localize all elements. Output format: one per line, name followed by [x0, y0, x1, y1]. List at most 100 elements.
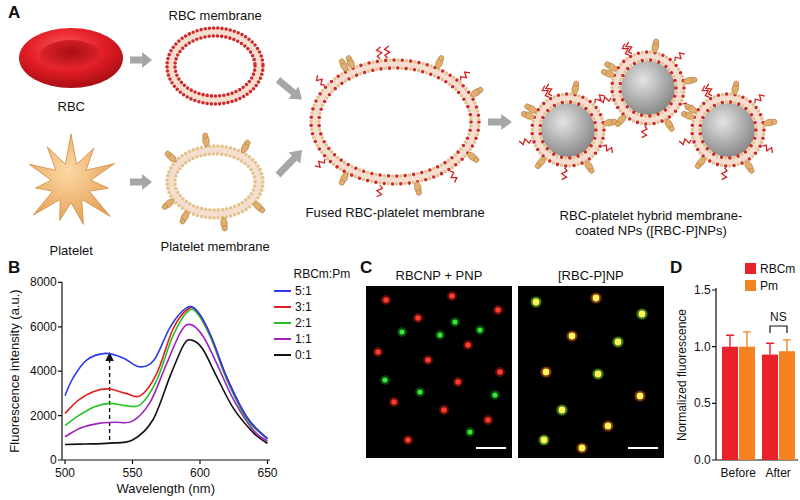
glycan-line — [314, 157, 326, 169]
tick-label: 2000 — [30, 409, 57, 423]
tick-label: 0.5 — [694, 396, 711, 410]
protein-body — [165, 151, 178, 164]
dot-glow — [413, 313, 423, 323]
membrane-protein — [220, 217, 228, 231]
fluorescent-dot — [495, 307, 501, 313]
protein-head — [733, 81, 739, 87]
fluorescent-dot — [595, 371, 602, 378]
nanoparticle-group: RBC-platelet hybrid membrane-coated NPs … — [512, 38, 790, 238]
dot-glow — [389, 397, 399, 407]
glycan-line — [601, 144, 614, 154]
image-title: [RBC-P]NP — [558, 268, 624, 284]
protein-head — [601, 69, 608, 76]
lipid-heads — [167, 28, 263, 104]
micrograph — [518, 286, 664, 458]
lipid-heads — [612, 52, 684, 124]
dashed-arrow — [109, 360, 110, 440]
legend-title: RBCm:Pm — [294, 267, 351, 281]
dot-glow — [435, 330, 445, 340]
node-label: Platelet — [50, 243, 93, 258]
spectrum-curve — [65, 307, 268, 439]
glycan-strand — [519, 137, 532, 145]
glycan-strand — [561, 168, 567, 180]
fluorescent-dot — [605, 423, 612, 430]
legend-label: 3:1 — [295, 300, 312, 314]
error-bar — [783, 340, 791, 351]
axis-ticks — [65, 460, 268, 464]
glycan-line — [541, 85, 551, 98]
fluorescent-particles — [373, 291, 648, 454]
legend-line — [274, 306, 291, 308]
lipid-heads — [311, 60, 479, 184]
protein-head — [748, 167, 755, 174]
significance-label: NS — [770, 310, 787, 324]
protein-head — [473, 156, 480, 163]
glycan-strand — [384, 46, 390, 58]
panel-letter: B — [8, 258, 20, 278]
glycan-line — [679, 137, 692, 145]
glycan-line — [721, 168, 727, 180]
membrane-protein — [583, 160, 595, 175]
block-arrow — [276, 77, 302, 100]
membrane-protein — [240, 139, 252, 154]
fluorescent-dot — [639, 311, 646, 318]
fluorescent-dot — [425, 357, 431, 363]
microscopy-images — [366, 286, 664, 458]
glycan-line — [761, 144, 774, 154]
axis-ticks — [58, 282, 62, 460]
glycan-line — [448, 170, 459, 183]
fluorescent-dot — [391, 399, 397, 405]
protein-body — [162, 197, 175, 209]
fused-membrane-vesicle — [311, 46, 484, 197]
protein-head — [681, 111, 688, 118]
axis-title: Fluorescence intensity (a.u.) — [6, 289, 22, 452]
dot-glow — [465, 427, 475, 437]
dot-glow — [566, 330, 577, 341]
scale-bar — [628, 447, 658, 449]
node-label: Platelet membrane — [161, 239, 270, 254]
dot-glow — [475, 325, 485, 335]
protein-head — [259, 207, 266, 214]
membrane-vesicle: RBC membrane — [152, 8, 278, 112]
glycan-line — [641, 126, 647, 138]
tick-label: 8000 — [30, 275, 57, 289]
glycan-strand — [641, 126, 647, 138]
protein-head — [534, 162, 541, 169]
image-title: RBCNP + PNP — [396, 268, 483, 284]
glycan-line — [376, 185, 382, 198]
glycan-line — [384, 46, 390, 58]
membrane-protein — [164, 150, 178, 164]
protein-head — [438, 55, 445, 62]
lipid-heads — [175, 154, 255, 210]
fluorescent-dot — [559, 407, 566, 414]
lipid-heads — [175, 36, 255, 96]
membrane-protein — [694, 156, 708, 171]
protein-head — [244, 139, 251, 146]
tick-label: 6000 — [30, 320, 57, 334]
block-arrow — [488, 114, 512, 130]
lipid-heads — [540, 102, 596, 158]
glycan-strand — [376, 185, 382, 198]
node-label: RBC — [58, 99, 85, 114]
dot-glow — [590, 292, 601, 303]
glycan-line — [314, 75, 326, 87]
fluorescent-dot — [437, 332, 442, 337]
panel-letter: C — [360, 258, 372, 278]
axis-title: Wavelength (nm) — [117, 481, 216, 497]
dot-glow — [612, 336, 623, 347]
fluorescent-dot — [455, 379, 461, 385]
tick-label: 1.5 — [694, 283, 711, 297]
protein-head — [614, 120, 621, 127]
x-axis — [62, 459, 270, 460]
glycan-strand — [721, 168, 727, 180]
tick-label: 0.0 — [694, 453, 711, 467]
fluorescent-dot — [477, 327, 482, 332]
dot-glow — [450, 317, 460, 327]
protein-body — [535, 156, 548, 169]
lipid-tails — [171, 150, 259, 214]
glycan-strand — [459, 70, 471, 82]
protein-head — [653, 39, 659, 45]
fluorescent-dot — [467, 429, 472, 434]
protein-head — [222, 226, 228, 232]
membrane-protein — [683, 76, 698, 85]
